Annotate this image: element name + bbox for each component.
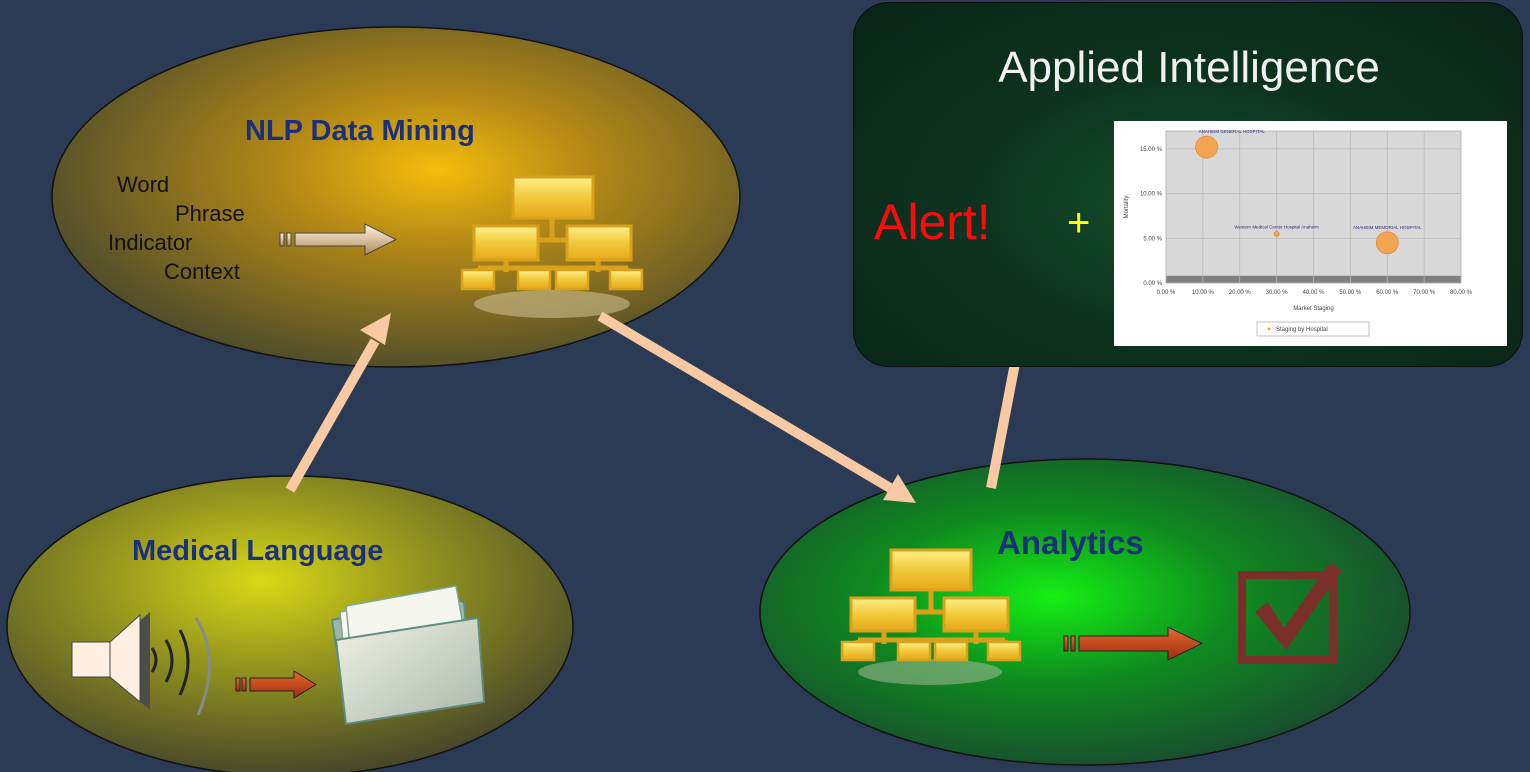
x-tick-label: 70.00 % [1413, 290, 1436, 296]
speaker-icon [71, 612, 211, 716]
y-tick-label: 0.00 % [1143, 281, 1162, 287]
data-point [1195, 135, 1218, 159]
x-tick-label: 20.00 % [1229, 290, 1252, 296]
x-tick-label: 10.00 % [1192, 290, 1215, 296]
legend-label: Staging by Hospital [1276, 327, 1328, 333]
x-axis-label: Market Staging [1293, 306, 1333, 312]
nlp-label-indicator: Indicator [108, 230, 193, 255]
analytics-title: Analytics [997, 524, 1144, 561]
data-point-label: Western Medical Center Hospital Anaheim [1234, 224, 1319, 229]
medical-arrow-icon [235, 670, 317, 699]
plus-sign: + [1067, 201, 1091, 245]
y-tick-label: 5.00 % [1143, 236, 1162, 242]
scatter-chart: 0.00 % 10.00 % 20.00 % 30.00 % 40.00 % 50.00 … [1114, 121, 1507, 346]
y-tick-label: 15.00 % [1140, 147, 1163, 153]
folder-icon [330, 585, 486, 726]
nlp-arrow-icon [279, 223, 398, 256]
data-point-label: ANAHEIM GENERAL HOSPITAL [1199, 129, 1266, 134]
applied-intelligence-panel: Applied Intelligence Alert! + 0.00 % 10.0… [853, 2, 1523, 367]
nlp-label-word: Word [117, 172, 170, 197]
legend-marker [1267, 327, 1271, 331]
x-tick-label: 50.00 % [1339, 290, 1362, 296]
analytics-hierarchy-icon [840, 548, 1022, 685]
panel-title: Applied Intelligence [998, 43, 1380, 92]
legend-box [1256, 321, 1370, 337]
data-point [1273, 230, 1280, 237]
checkbox-icon [1238, 563, 1342, 664]
x-tick-label: 80.00 % [1450, 290, 1473, 296]
x-tick-label: 40.00 % [1302, 290, 1325, 296]
y-axis-label: Mortality [1124, 196, 1130, 219]
data-point-label: ANAHEIM MEMORIAL HOSPITAL [1353, 225, 1422, 230]
data-point [1375, 231, 1399, 255]
nlp-title: NLP Data Mining [245, 115, 475, 147]
alert-text: Alert! [874, 194, 991, 250]
nlp-label-context: Context [164, 259, 240, 284]
medical-title: Medical Language [132, 535, 384, 567]
x-tick-label: 30.00 % [1266, 290, 1289, 296]
analytics-ellipse [759, 458, 1411, 766]
nlp-hierarchy-icon [460, 175, 644, 318]
flow-arrow-nlp-to-analytics [597, 311, 916, 503]
medical-ellipse [6, 475, 574, 772]
analytics-arrow-icon [1063, 626, 1204, 661]
y-tick-label: 10.00 % [1140, 192, 1163, 198]
nlp-label-phrase: Phrase [175, 201, 245, 226]
x-tick-label: 60.00 % [1376, 290, 1399, 296]
flow-arrow-medical-to-nlp [285, 313, 391, 493]
x-tick-label: 0.00 % [1157, 290, 1176, 296]
